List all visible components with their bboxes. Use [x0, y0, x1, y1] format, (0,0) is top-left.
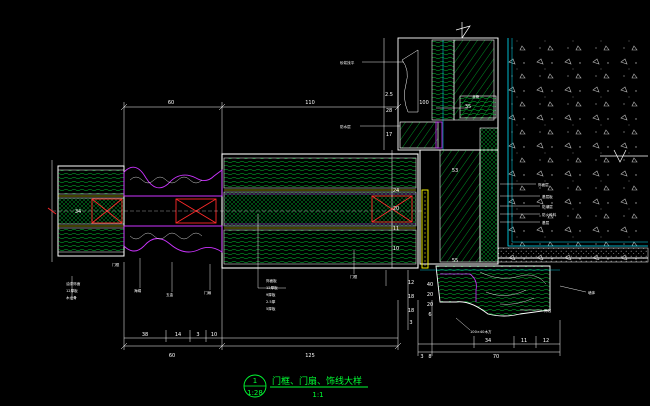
foam-gasket-top: [123, 166, 223, 197]
label-cb-4: 2.5厚: [266, 299, 276, 304]
dim-vr-18: 18: [408, 294, 414, 300]
dim-vm-24: 24: [393, 188, 399, 194]
label-rl-1: 墙体: [588, 290, 596, 295]
frame-hatch-2: [479, 127, 499, 263]
dimension-lines: [120, 38, 561, 356]
dim-s-100: 100: [419, 100, 429, 106]
dim-top-60: 60: [168, 100, 174, 106]
wall-section: [455, 22, 649, 263]
label-rm-2: 基层板: [542, 194, 553, 199]
detail-sheet: 1:28: [247, 389, 263, 397]
upper-casing: [397, 37, 499, 151]
annotation-labels: 砂浆找平 防水层 龙骨 饰面层 基层板 防潮层 防火涂料 基层 墙体 饰线 油漆…: [66, 60, 596, 334]
dim-rm-12: 12: [543, 338, 549, 344]
door-leaf: [221, 153, 419, 269]
label-cb-5: 5厚板: [266, 306, 276, 311]
dim-vm-11: 11: [393, 226, 399, 232]
door-frame: [419, 127, 499, 269]
title-block: 1 1:28 门框、门扇、饰线大样 1:1: [243, 374, 368, 399]
frame-hatch: [439, 149, 481, 263]
dim-vu-17: 17: [386, 132, 392, 138]
label-lb-3: 木龙骨: [66, 295, 77, 300]
dim-vm-53: 53: [452, 168, 458, 174]
dim-b1-14: 14: [175, 332, 181, 338]
upper-board: [459, 95, 497, 119]
label-lb-2: 12厚板: [66, 288, 78, 293]
detail-number: 1: [253, 377, 257, 385]
dim-vu-25: 2.5: [385, 92, 393, 98]
dim-b2-60: 60: [169, 353, 175, 359]
leaf-bottom-skin: [223, 229, 417, 265]
label-upper-1: 砂浆找平: [340, 60, 355, 65]
label-upper-3: 龙骨: [472, 94, 480, 99]
leader-lines: [71, 61, 587, 331]
drawing-scale: 1:1: [312, 391, 323, 399]
label-left-frame: 门框: [112, 262, 120, 267]
dim-s-6: 6: [428, 312, 431, 318]
leaf-core: [223, 191, 417, 227]
stop-block: [399, 121, 439, 149]
label-mb-2: 五金: [166, 292, 174, 297]
upper-irregular-wood: [401, 49, 419, 113]
label-rm-4: 防火涂料: [542, 212, 557, 217]
dim-vu-28: 28: [386, 108, 392, 114]
left-leaf: [47, 160, 424, 262]
yellow-strip: [421, 189, 429, 269]
label-mb-3: 门扇: [204, 290, 212, 295]
label-cb-2: 12厚板: [266, 285, 278, 290]
left-red-tick: [47, 207, 57, 215]
dim-b2-125: 125: [305, 353, 315, 359]
label-rb-2: 100×40木方: [470, 329, 492, 334]
label-upper-2: 防水层: [340, 124, 351, 129]
break-line-top: [455, 22, 471, 39]
trim-grain: [479, 271, 547, 305]
dimension-text: 60 110 38 14 3 10 60 125 3 8 70 34 11 12…: [75, 92, 549, 360]
trim-molding: [440, 273, 477, 302]
label-mb-1: 海绵: [134, 288, 142, 293]
concrete-wall: [498, 38, 648, 260]
label-rl-2: 饰线: [544, 308, 552, 313]
magenta-insert-top: [435, 121, 443, 149]
dim-rb-8: 8: [428, 354, 431, 360]
dim-rb-3: 3: [420, 354, 423, 360]
label-rm-1: 饰面层: [538, 182, 549, 187]
dim-vm-20: 20: [393, 206, 399, 212]
dim-s-40: 40: [427, 282, 433, 288]
dim-s-20: 20: [427, 292, 433, 298]
dim-vm-10: 10: [393, 246, 399, 252]
foam-gasket-bottom: [123, 225, 223, 253]
label-rm-5: 基层: [542, 220, 550, 225]
label-cb-1: 饰面板: [266, 278, 277, 283]
label-lb-1: 油漆饰面: [66, 281, 81, 286]
dim-vr-18b: 18: [408, 308, 414, 314]
dim-s-20b: 20: [427, 302, 433, 308]
leaf-top-skin: [223, 157, 417, 189]
dim-s-35: 35: [465, 104, 471, 110]
wall-finish-line: [507, 38, 648, 247]
label-rm-3: 防潮层: [542, 204, 553, 209]
dim-vr-12: 12: [408, 280, 414, 286]
label-rb-1: 门框: [350, 274, 358, 279]
casing-trim: [420, 265, 560, 317]
dim-top-110: 110: [305, 100, 315, 106]
dim-s-55: 55: [452, 258, 458, 264]
label-cb-3: 9厚板: [266, 292, 276, 297]
dim-rm-34: 34: [485, 338, 491, 344]
dim-v-34: 34: [75, 209, 81, 215]
wall-finish-line-2: [511, 38, 648, 243]
dim-vr-3: 3: [409, 320, 412, 326]
left-leaf-skin-bottom: [57, 227, 125, 253]
foam-texture: [129, 176, 203, 240]
dim-b1-10: 10: [211, 332, 217, 338]
break-line-right: [600, 149, 648, 163]
screed-band: [497, 247, 649, 263]
dim-b1-38: 38: [142, 332, 148, 338]
dim-b1-3: 3: [196, 332, 199, 338]
drawing-title: 门框、门扇、饰线大样: [272, 375, 362, 387]
dim-rb-70: 70: [493, 354, 499, 360]
left-leaf-skin-top: [57, 169, 125, 195]
trim-profile: [435, 265, 551, 317]
dim-rm-11: 11: [521, 338, 527, 344]
